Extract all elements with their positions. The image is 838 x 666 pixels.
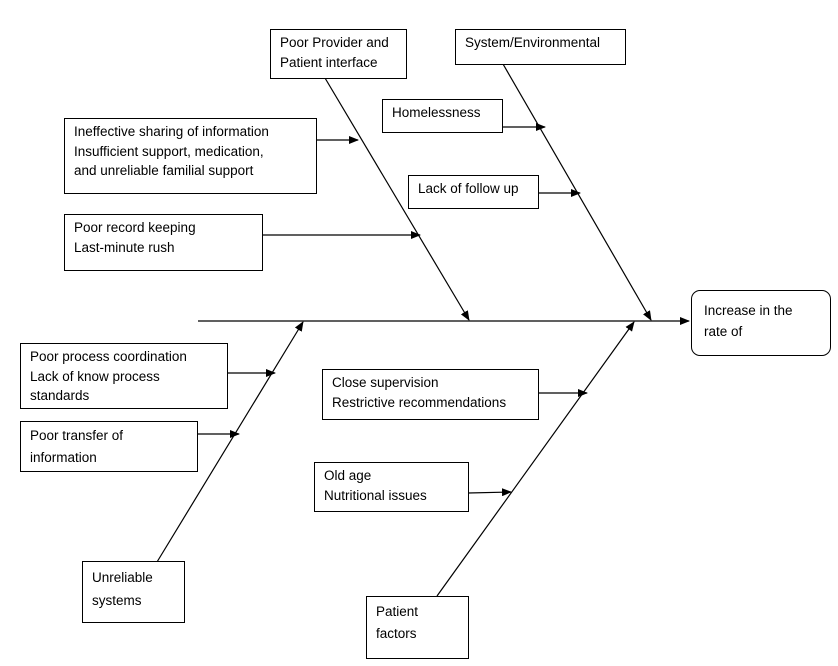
cause-transfer-line-1: Poor transfer of	[30, 428, 124, 443]
cause-homelessness-box: Homelessness	[382, 99, 503, 133]
cause-supervision-box: Close supervision Restrictive recommenda…	[322, 369, 539, 420]
arrow-age	[467, 488, 512, 497]
cause-age-line-1: Old age	[324, 468, 372, 483]
cause-homelessness-line-1: Homelessness	[392, 105, 481, 120]
effect-box: Increase in the rate of	[691, 290, 831, 356]
effect-line-2: rate of	[704, 324, 743, 339]
category-patient-line-2: factors	[376, 626, 417, 641]
cause-age-box: Old age Nutritional issues	[314, 462, 469, 512]
cause-coordination-line-3: standards	[30, 388, 90, 403]
cause-sharing-line-1: Ineffective sharing of information	[74, 124, 269, 139]
cause-sharing-box: Ineffective sharing of information Insuf…	[64, 118, 317, 194]
cause-records-line-1: Poor record keeping	[74, 220, 196, 235]
category-provider-box: Poor Provider and Patient interface	[270, 29, 407, 79]
cause-transfer-line-2: information	[30, 450, 97, 465]
cause-transfer-box: Poor transfer of information	[20, 421, 198, 472]
cause-supervision-line-2: Restrictive recommendations	[332, 394, 507, 410]
cause-sharing-line-2: Insufficient support, medication,	[74, 143, 264, 159]
category-process-box: Unreliable systems	[82, 561, 185, 623]
bone-process	[156, 321, 304, 563]
cause-coordination-line-1: Poor process coordination	[30, 349, 187, 364]
category-process-line-1: Unreliable	[92, 570, 153, 585]
bone-patient	[436, 321, 635, 597]
cause-followup-line-1: Lack of follow up	[418, 181, 519, 196]
category-system-line-1: System/Environmental	[465, 35, 601, 50]
cause-records-line-2: Last-minute rush	[74, 239, 175, 255]
cause-followup-box: Lack of follow up	[408, 175, 539, 209]
cause-sharing-line-3: and unreliable familial support	[74, 163, 254, 178]
category-system-box: System/Environmental	[455, 29, 626, 65]
bone-provider	[324, 77, 470, 321]
category-patient-line-1: Patient	[376, 604, 419, 619]
cause-supervision-line-1: Close supervision	[332, 375, 439, 390]
effect-line-1: Increase in the	[704, 303, 793, 318]
category-process-line-2: systems	[92, 593, 142, 608]
category-patient-box: Patient factors	[366, 596, 469, 659]
cause-records-box: Poor record keeping Last-minute rush	[64, 214, 263, 271]
category-provider-line-1: Poor Provider and	[280, 35, 389, 50]
cause-coordination-box: Poor process coordination Lack of know p…	[20, 343, 228, 409]
cause-coordination-line-2: Lack of know process	[30, 368, 160, 384]
category-provider-line-2: Patient interface	[280, 54, 378, 70]
cause-age-line-2: Nutritional issues	[324, 487, 427, 503]
